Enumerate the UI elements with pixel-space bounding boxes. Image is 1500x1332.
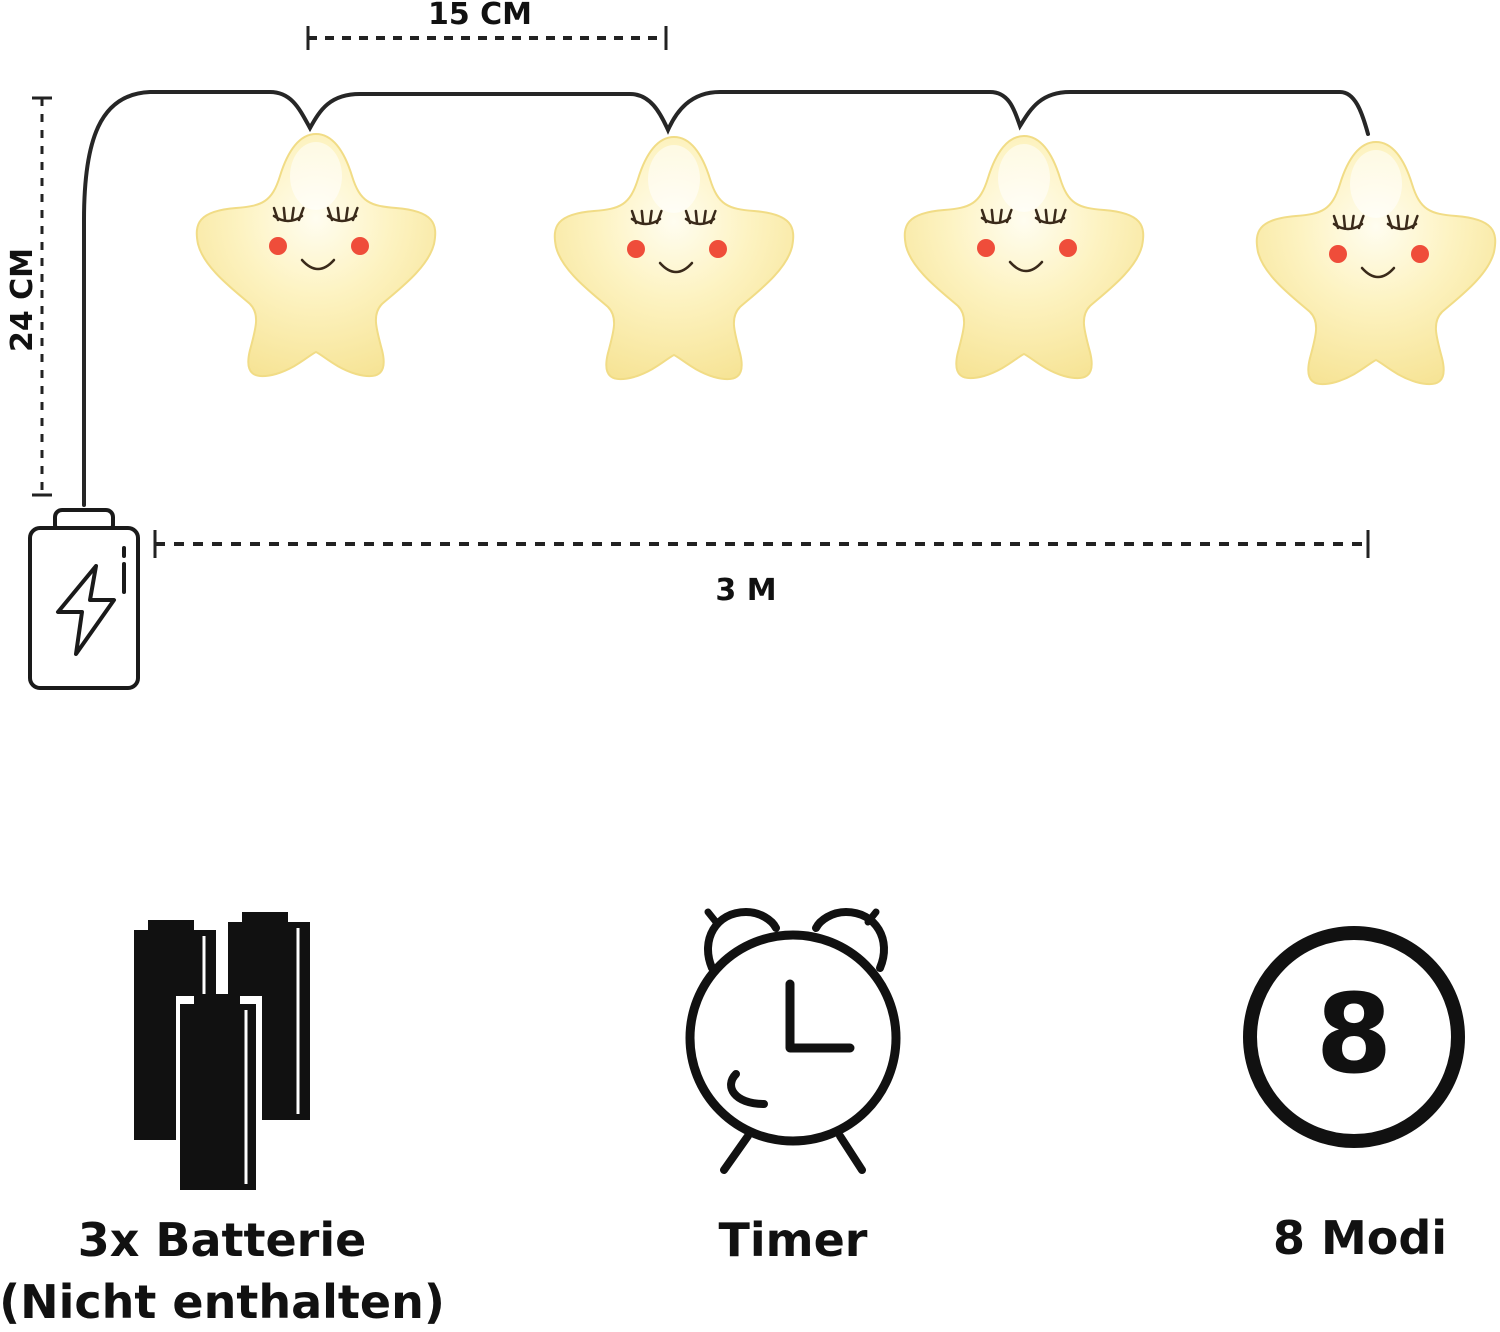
timer-label: Timer [719,1213,868,1267]
cheek [977,239,995,257]
batteries-note: (Nicht enthalten) [0,1275,445,1329]
height-label: 24 CM [5,248,40,352]
smiley-face-icon [630,209,717,274]
alarm-clock-icon [685,907,901,1174]
length-label: 3 M [715,573,776,608]
cheek [269,237,287,255]
cheek [351,237,369,255]
spacing-dimension: 15 CM [306,0,668,50]
mode-count-icon: 8 [1243,926,1465,1148]
batteries-label: 3x Batterie [78,1213,367,1267]
star-light [1255,141,1497,386]
smiley-face-icon [1332,214,1419,279]
height-dimension: 24 CM [5,96,52,497]
star-light [195,133,437,378]
modes-label: 8 Modi [1273,1211,1447,1265]
mode-count-badge: 8 [1316,970,1393,1098]
star-light [903,135,1145,380]
cheek [709,240,727,258]
batteries-icon [134,912,310,1192]
cheek [1059,239,1077,257]
smiley-face-icon [980,208,1067,273]
star-lights [195,133,1497,386]
star-light [553,136,795,381]
cheek [1411,245,1429,263]
length-dimension: 3 M [153,530,1370,608]
light-string-cable [82,90,1370,507]
cheek [1329,245,1347,263]
battery-box-icon [28,508,140,690]
cheek [627,240,645,258]
bolt-icon [56,564,116,656]
smiley-face-icon [272,206,359,271]
spacing-label: 15 CM [428,0,532,32]
